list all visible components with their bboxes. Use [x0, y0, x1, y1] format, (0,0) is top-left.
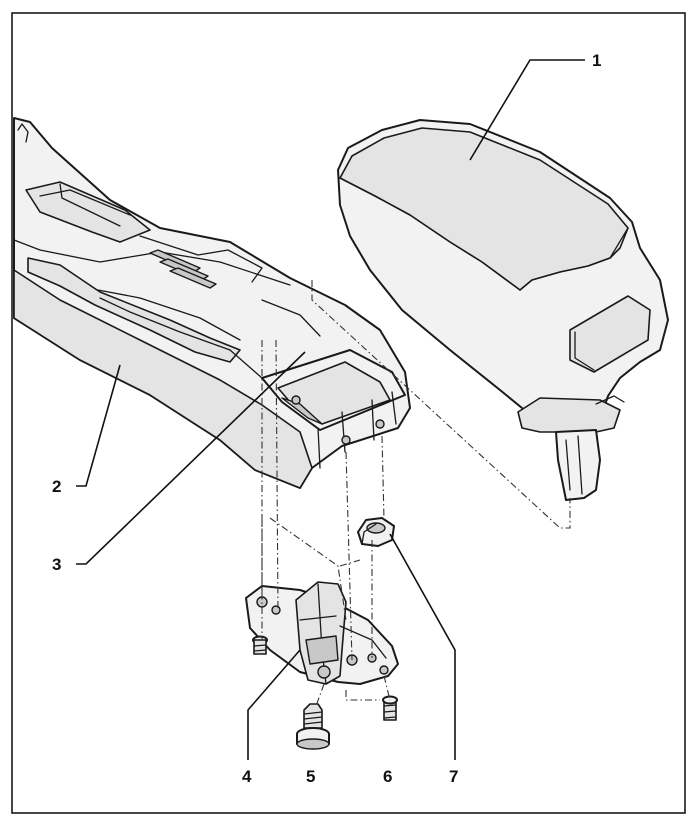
callout-1: 1: [592, 51, 601, 70]
left-screw: [252, 635, 268, 655]
bolt: [296, 703, 330, 750]
callout-6: 6: [383, 767, 392, 786]
callout-2: 2: [52, 477, 61, 496]
callout-4: 4: [242, 767, 252, 786]
callout-5: 5: [306, 767, 315, 786]
nut: [357, 517, 395, 547]
mounting-bracket: [245, 581, 399, 685]
armrest: [337, 119, 669, 501]
callout-7: 7: [449, 767, 458, 786]
screw: [382, 695, 398, 721]
leader-lines: [76, 59, 585, 760]
center-console: [13, 117, 411, 489]
callout-3: 3: [52, 555, 61, 574]
assembly-lines: [261, 280, 571, 707]
diagram-frame: [11, 12, 686, 814]
